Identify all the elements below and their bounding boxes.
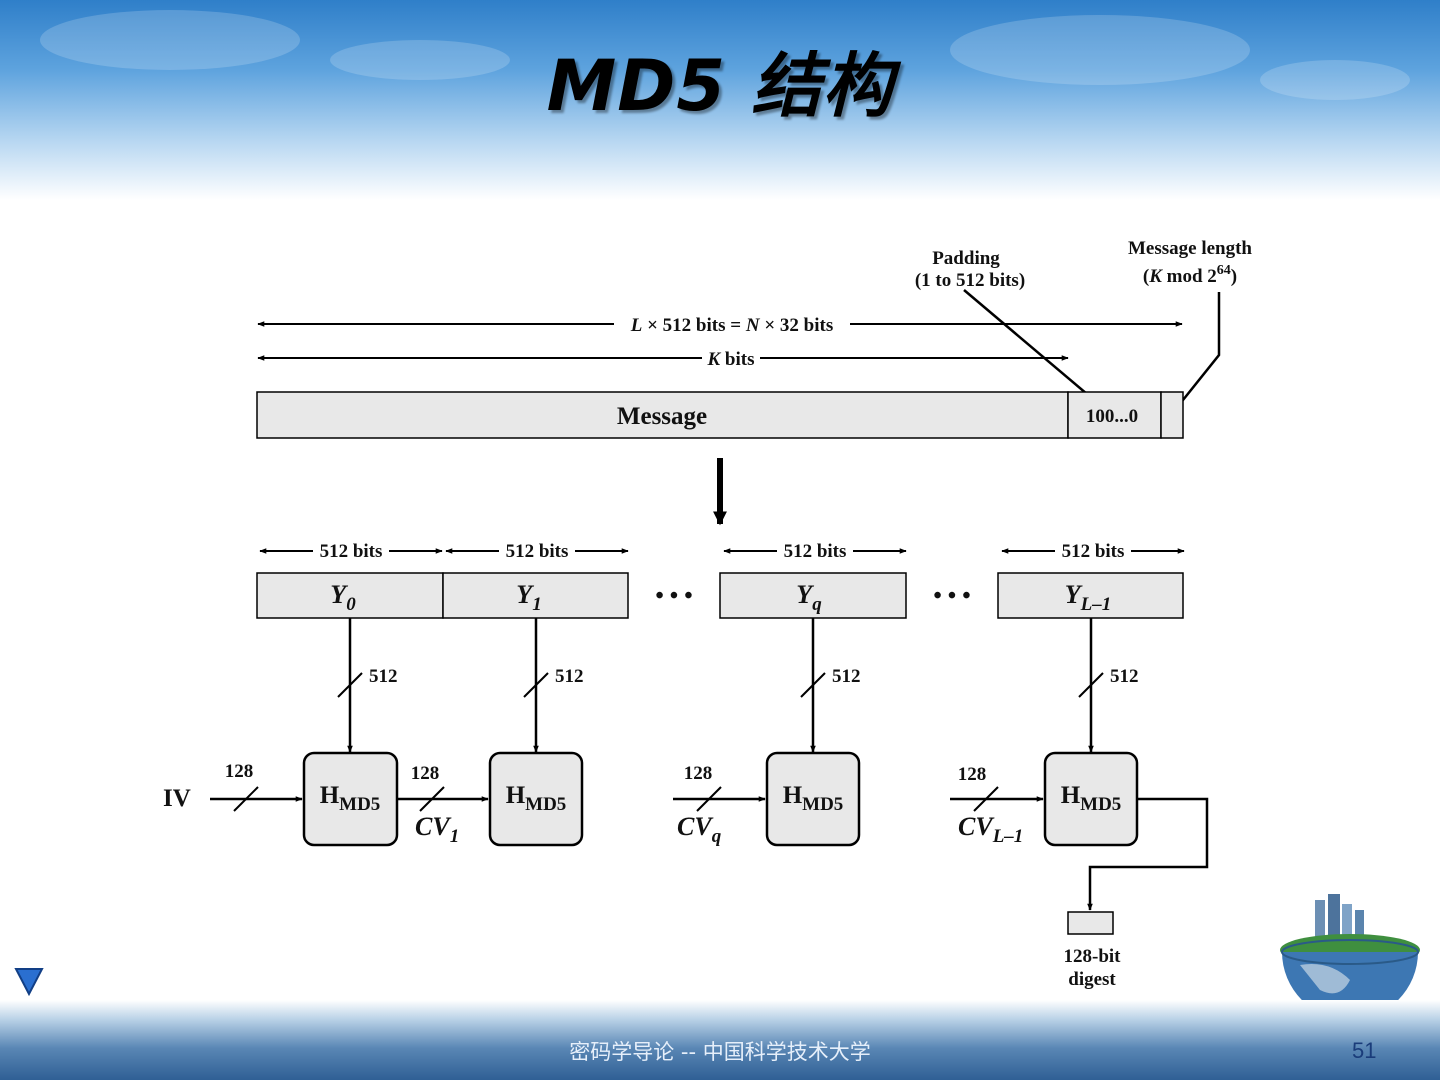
ellipsis-1: • • •	[655, 583, 692, 609]
next-slide-triangle-icon[interactable]	[14, 966, 44, 996]
slide-header-banner	[0, 0, 1440, 200]
svg-text:HMD5: HMD5	[506, 782, 567, 815]
svg-text:128: 128	[684, 763, 713, 784]
block-input-arrow-last: 512	[1078, 618, 1139, 753]
globe-city-logo	[1280, 894, 1420, 1020]
block-y0-label: Y0	[330, 580, 356, 615]
svg-text:HMD5: HMD5	[320, 782, 381, 815]
svg-text:128: 128	[958, 764, 987, 785]
padding-value: 100...0	[1086, 406, 1138, 427]
svg-text:HMD5: HMD5	[1061, 782, 1122, 815]
block-input-arrow-q: 512	[800, 618, 861, 753]
svg-text:512: 512	[832, 666, 861, 687]
length-field	[1160, 391, 1184, 439]
svg-text:512 bits: 512 bits	[320, 541, 383, 562]
svg-text:512: 512	[369, 666, 398, 687]
page-number: 51	[1352, 1038, 1377, 1063]
block-input-arrow-1: 512	[523, 618, 584, 753]
footer-text: 密码学导论 -- 中国科学技术大学	[569, 1040, 871, 1064]
svg-text:512 bits: 512 bits	[506, 541, 569, 562]
iv-label: IV	[163, 785, 191, 812]
block-width-arrow-last: 512 bits	[1001, 540, 1185, 562]
svg-text:CVL–1: CVL–1	[958, 812, 1023, 847]
svg-text:512: 512	[1110, 666, 1139, 687]
message-length-label-line1: Message length	[1128, 238, 1252, 259]
svg-text:CV1: CV1	[415, 812, 459, 847]
digest-label-line1: 128-bit	[1064, 946, 1122, 967]
slide-footer-band	[0, 1000, 1440, 1080]
block-width-arrow-1: 512 bits	[445, 540, 629, 562]
svg-text:512: 512	[555, 666, 584, 687]
svg-text:128: 128	[225, 761, 254, 782]
block-input-arrow-0: 512	[337, 618, 398, 753]
svg-text:512 bits: 512 bits	[784, 541, 847, 562]
padding-pointer-arrow	[963, 289, 1101, 406]
block-yq-label: Yq	[796, 580, 822, 615]
k-bits-label: K bits	[706, 349, 754, 370]
hmd5-box-1: HMD5	[488, 751, 584, 847]
padding-label-line1: Padding	[932, 248, 1000, 269]
svg-text:512 bits: 512 bits	[1062, 541, 1125, 562]
message-label: Message	[617, 403, 707, 430]
message-length-pointer-arrow	[1174, 292, 1221, 411]
padding-label-line2: (1 to 512 bits)	[915, 270, 1025, 291]
block-width-arrow-q: 512 bits	[723, 540, 907, 562]
digest-box	[1067, 911, 1114, 935]
svg-text:HMD5: HMD5	[783, 782, 844, 815]
total-length-label: L × 512 bits = N × 32 bits	[630, 315, 833, 336]
svg-text:CVq: CVq	[677, 812, 722, 847]
block-y1	[442, 572, 629, 619]
block-ylast-label: YL–1	[1065, 580, 1112, 615]
svg-text:128: 128	[411, 763, 440, 784]
block-width-arrow-0: 512 bits	[259, 540, 443, 562]
hmd5-box-0: HMD5	[302, 751, 399, 847]
digest-output-arrow	[1087, 797, 1209, 911]
block-y0	[256, 572, 444, 619]
block-ylast	[997, 572, 1184, 619]
hmd5-box-q: HMD5	[765, 751, 861, 847]
slide-title: MD5 结构	[546, 45, 894, 127]
digest-label-line2: digest	[1068, 969, 1116, 990]
iv-arrow: 128	[210, 761, 303, 812]
message-length-label-line2: (K mod 264)	[1143, 263, 1237, 287]
block-y1-label: Y1	[516, 580, 541, 615]
hmd5-box-last: HMD5	[1043, 751, 1139, 847]
ellipsis-2: • • •	[933, 583, 970, 609]
